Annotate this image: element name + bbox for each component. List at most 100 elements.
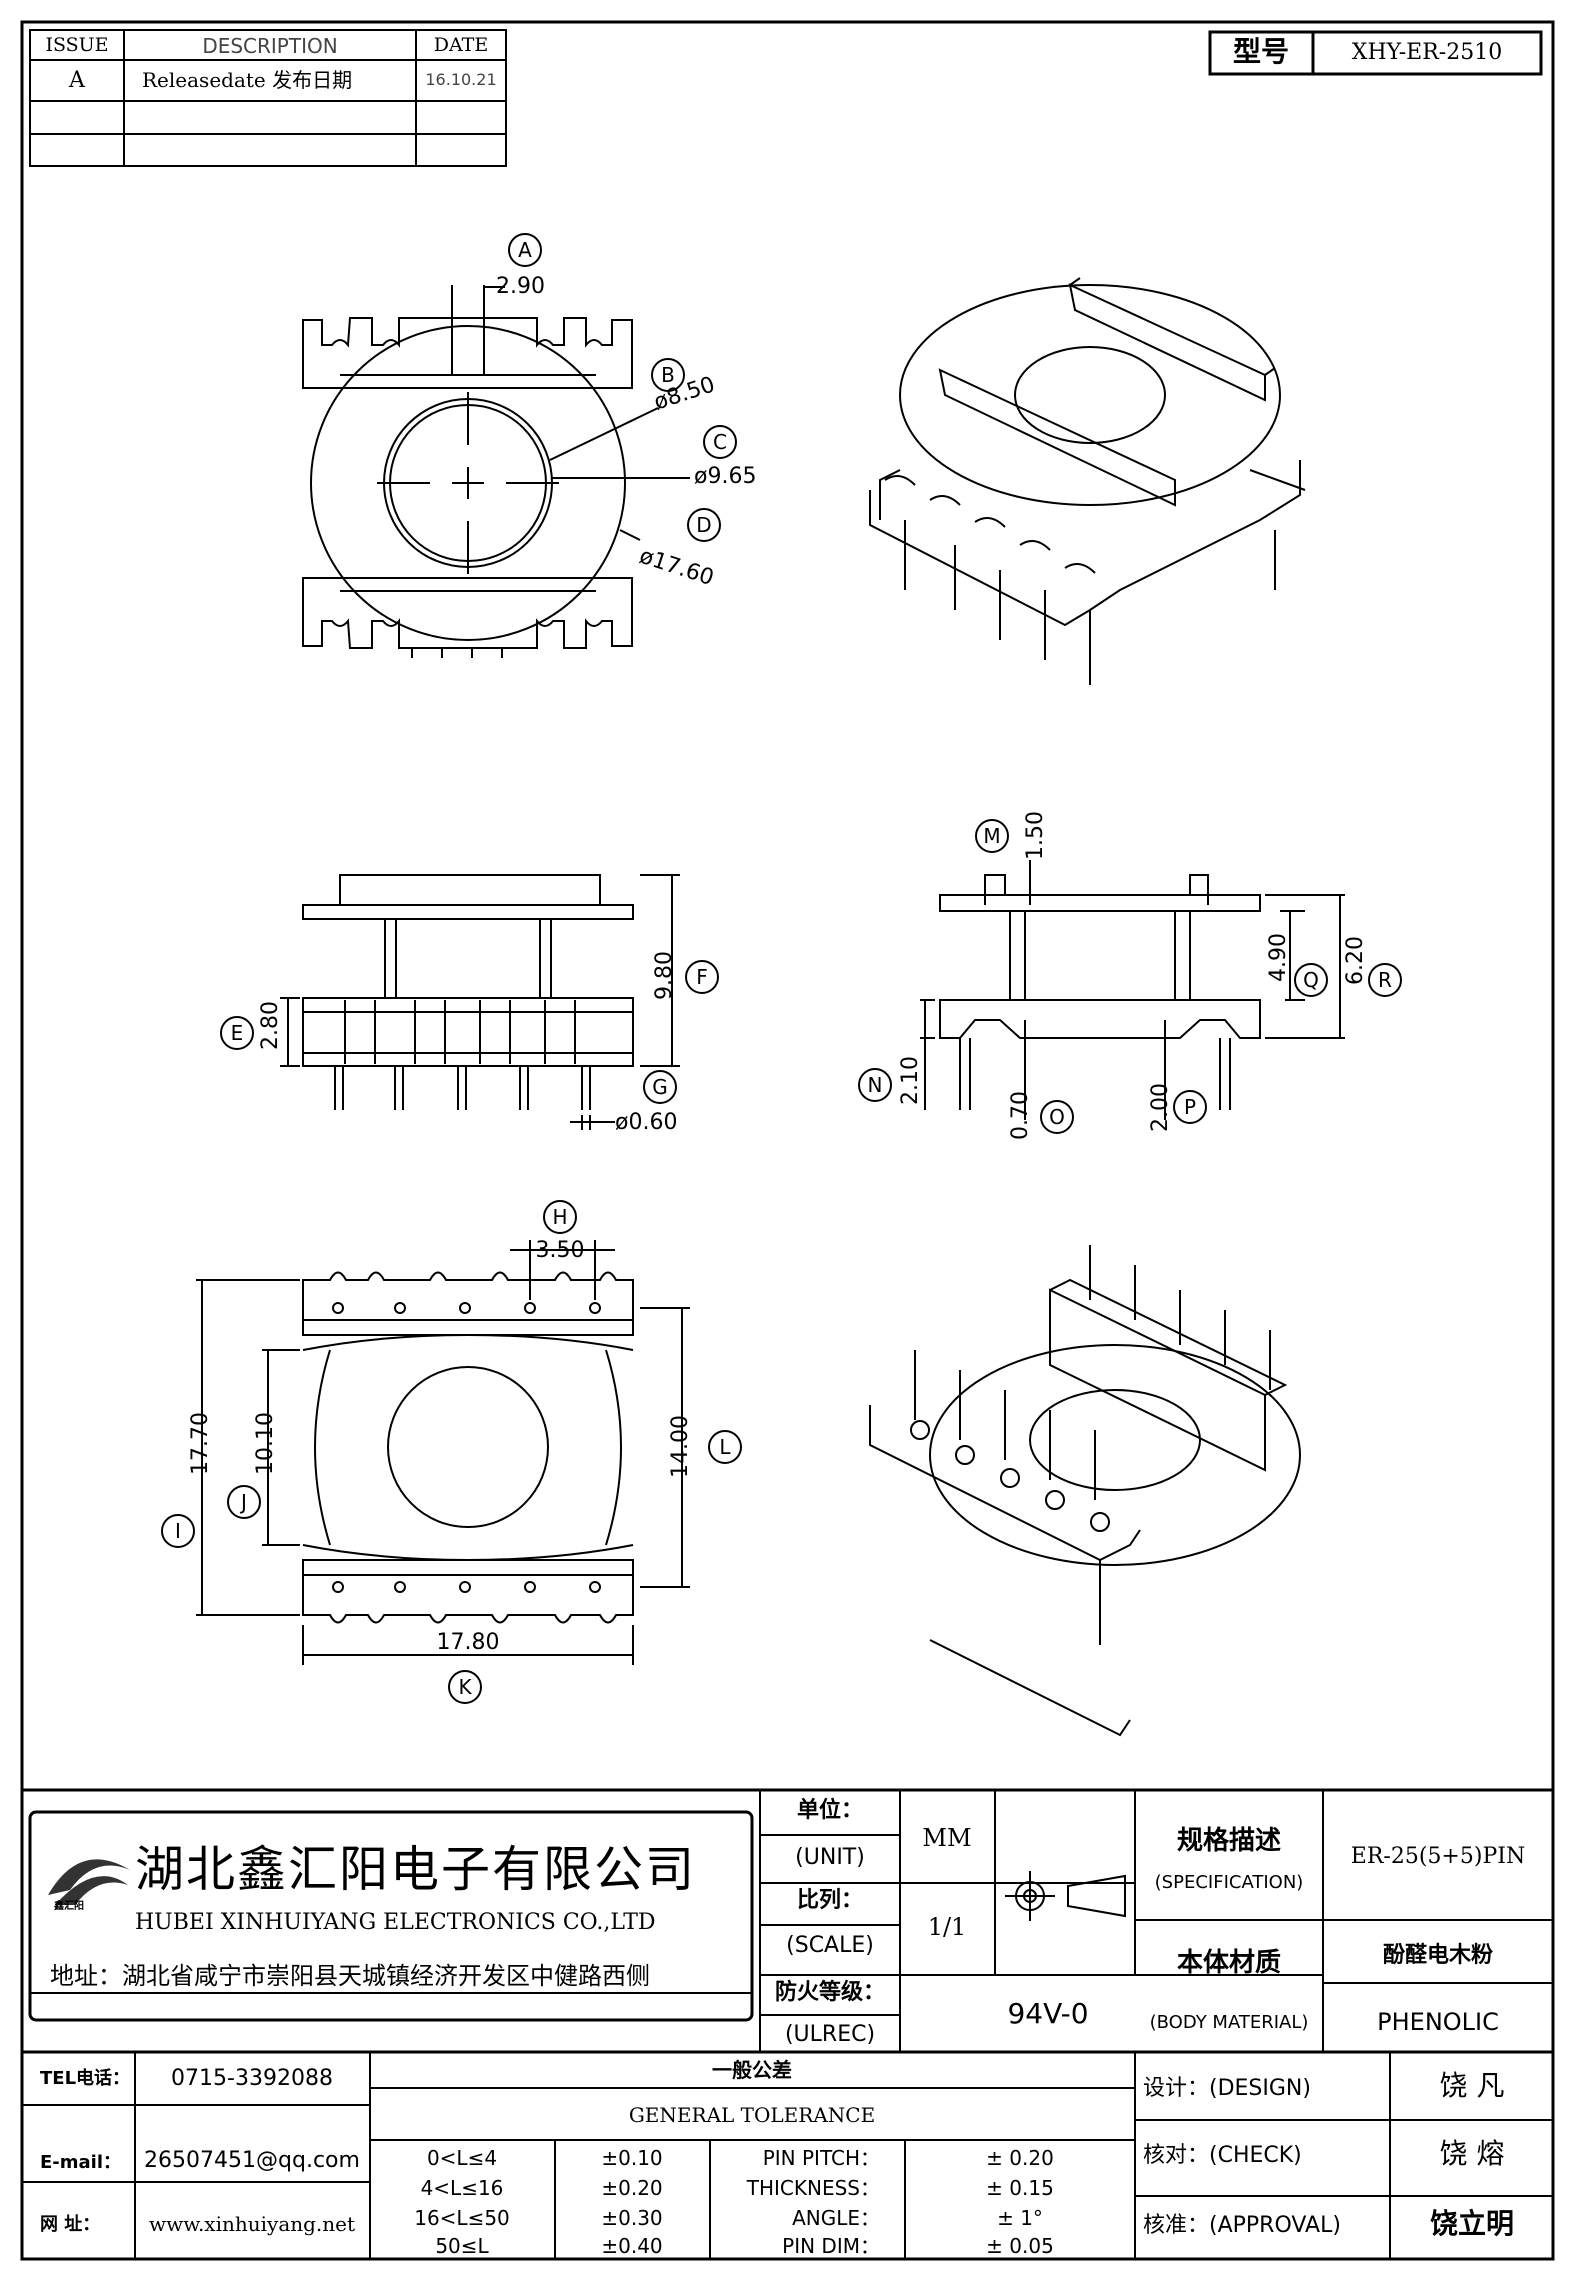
scale-label-cn: 比列： <box>796 1888 864 1913</box>
fire-value: 94V-0 <box>1007 1997 1089 2030</box>
tol-range-3: 16<L≤50 <box>414 2206 510 2230</box>
approval-label: 核准：(APPROVAL) <box>1143 2213 1341 2238</box>
company-address: 地址：湖北省咸宁市崇阳县天城镇经济开发区中健路西侧 <box>50 1962 650 1990</box>
bottom-view <box>196 1240 690 1665</box>
company-name-cn: 湖北鑫汇阳电子有限公司 <box>135 1841 697 1898</box>
tol-pin-dim-value: ± 0.05 <box>986 2234 1054 2258</box>
unit-value: MM <box>922 1824 972 1852</box>
dim-e-letter: E <box>230 1021 244 1045</box>
approval-name: 饶立明 <box>1429 2207 1515 2240</box>
check-label: 核对：(CHECK) <box>1143 2143 1302 2168</box>
dim-c-letter: C <box>713 430 727 454</box>
top-view <box>302 285 690 658</box>
email-value[interactable]: 26507451@qq.com <box>144 2148 360 2173</box>
dim-m-value: 1.50 <box>1023 811 1048 860</box>
dim-j-value: 10.10 <box>253 1412 278 1475</box>
tol-pin-pitch-value: ± 0.20 <box>986 2146 1054 2170</box>
tol-pin-pitch-label: PIN PITCH： <box>762 2146 880 2170</box>
company-logo-text: 鑫汇阳 <box>54 1901 84 1912</box>
dim-a-value: 2.90 <box>496 274 545 299</box>
fire-label-en: (ULREC) <box>784 2022 876 2047</box>
material-value-en: PHENOLIC <box>1377 2008 1499 2036</box>
design-label: 设计：(DESIGN) <box>1143 2076 1311 2101</box>
dim-o-value: 0.70 <box>1008 1091 1033 1140</box>
dim-r-value: 6.20 <box>1343 936 1368 985</box>
rev-row-issue: A <box>69 68 85 93</box>
unit-label-cn: 单位： <box>796 1798 864 1823</box>
dim-b-letter: B <box>661 363 675 387</box>
dim-d-letter: D <box>696 513 712 537</box>
dim-p-letter: P <box>1183 1095 1197 1119</box>
dim-h-letter: H <box>552 1205 568 1229</box>
tolerance-title-en: GENERAL TOLERANCE <box>628 2103 876 2127</box>
spec-value: ER-25(5+5)PIN <box>1350 1844 1526 1869</box>
scale-value: 1/1 <box>927 1913 967 1941</box>
dim-p-value: 2.00 <box>1148 1083 1173 1132</box>
rev-header-issue: ISSUE <box>45 34 109 56</box>
rev-row-date: 16.10.21 <box>425 70 497 89</box>
scale-label-en: (SCALE) <box>786 1933 874 1958</box>
dim-f-value: 9.80 <box>652 951 677 1000</box>
dim-k-letter: K <box>458 1675 472 1699</box>
design-name: 饶 凡 <box>1439 2069 1505 2102</box>
tol-angle-label: ANGLE： <box>792 2206 880 2230</box>
tol-value-2: ±0.20 <box>601 2176 663 2200</box>
tol-value-1: ±0.10 <box>601 2146 663 2170</box>
tol-range-2: 4<L≤16 <box>420 2176 504 2200</box>
material-label-cn: 本体材质 <box>1176 1948 1282 1978</box>
dim-c-value: ø9.65 <box>694 464 757 489</box>
dim-n-letter: N <box>867 1073 883 1097</box>
fire-label-cn: 防火等级： <box>774 1980 886 2005</box>
dim-j-letter: J <box>241 1490 247 1514</box>
tol-range-4: 50≤L <box>435 2234 489 2258</box>
tol-thickness-label: THICKNESS： <box>746 2176 880 2200</box>
dim-i-value: 17.70 <box>188 1412 213 1475</box>
dim-q-value: 4.90 <box>1266 933 1291 982</box>
dim-l-letter: L <box>719 1435 731 1459</box>
front-view <box>280 874 680 1130</box>
rev-row-description: Releasedate 发布日期 <box>142 68 353 92</box>
email-label: E-mail： <box>40 2152 122 2173</box>
isometric-view-top <box>869 277 1306 685</box>
dim-n-value: 2.10 <box>898 1056 923 1105</box>
check-name: 饶 熔 <box>1439 2137 1505 2170</box>
dim-f-letter: F <box>696 965 708 989</box>
unit-label-en: (UNIT) <box>795 1845 865 1870</box>
side-view <box>920 860 1345 1120</box>
rev-header-description: DESCRIPTION <box>202 34 338 58</box>
dim-l-value: 14.00 <box>668 1415 693 1478</box>
dim-r-letter: R <box>1378 968 1392 992</box>
material-label-en: (BODY MATERIAL) <box>1149 2012 1309 2033</box>
tolerance-title-cn: 一般公差 <box>712 2058 792 2082</box>
tol-angle-value: ± 1° <box>997 2206 1043 2230</box>
dim-i-letter: I <box>175 1519 181 1543</box>
model-label: 型号 <box>1232 35 1290 68</box>
web-value[interactable]: www.xinhuiyang.net <box>148 2212 356 2236</box>
title-block-grid <box>22 1788 1553 2259</box>
dim-a-letter: A <box>518 238 532 262</box>
dim-g-letter: G <box>652 1075 668 1099</box>
dim-k-value: 17.80 <box>436 1630 500 1655</box>
dim-g-value: ø0.60 <box>615 1110 678 1135</box>
spec-label-cn: 规格描述 <box>1176 1826 1282 1856</box>
tel-value: 0715-3392088 <box>171 2066 333 2091</box>
company-name-en: HUBEI XINHUIYANG ELECTRONICS CO.,LTD <box>135 1910 656 1935</box>
company-logo <box>48 1859 130 1905</box>
rev-header-date: DATE <box>433 34 489 56</box>
tel-label: TEL电话： <box>40 2068 131 2089</box>
tol-range-1: 0<L≤4 <box>426 2146 498 2170</box>
balloons <box>161 233 1402 1704</box>
tol-value-4: ±0.40 <box>601 2234 663 2258</box>
dim-m-letter: M <box>983 824 1001 848</box>
dim-h-value: 3.50 <box>535 1238 585 1263</box>
tol-value-3: ±0.30 <box>601 2206 663 2230</box>
spec-label-en: (SPECIFICATION) <box>1154 1872 1304 1893</box>
tol-pin-dim-label: PIN DIM： <box>782 2234 880 2258</box>
dim-q-letter: Q <box>1303 968 1319 992</box>
model-value: XHY-ER-2510 <box>1351 40 1503 65</box>
dim-o-letter: O <box>1049 1105 1065 1129</box>
web-label: 网 址： <box>40 2214 101 2235</box>
dim-e-value: 2.80 <box>258 1001 283 1050</box>
isometric-view-bottom <box>869 1245 1301 1737</box>
